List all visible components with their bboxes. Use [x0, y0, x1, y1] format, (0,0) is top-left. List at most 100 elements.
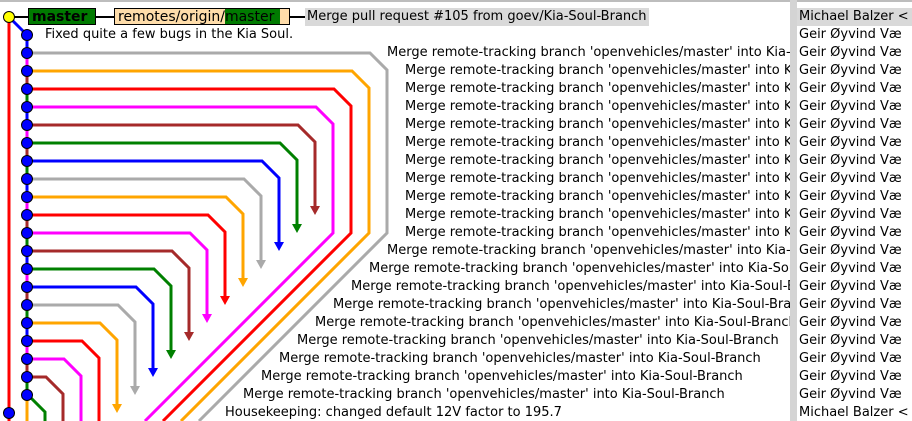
- commit-author[interactable]: Geir Øyvind Væ: [799, 225, 902, 240]
- commit-dot: [21, 209, 33, 221]
- branch-line: [27, 267, 173, 351]
- arrow-head: [238, 278, 248, 287]
- arrow-head: [202, 314, 212, 323]
- branch-line: [27, 285, 155, 369]
- commit-author[interactable]: Geir Øyvind Væ: [799, 135, 902, 150]
- commit-dot: [21, 245, 33, 257]
- commit-author[interactable]: Geir Øyvind Væ: [799, 117, 902, 132]
- commit-author[interactable]: Geir Øyvind Væ: [799, 387, 902, 402]
- branch-line: [27, 123, 317, 207]
- arrow-head: [148, 368, 158, 377]
- commit-message[interactable]: Merge pull request #105 from goev/Kia-So…: [305, 8, 649, 26]
- commit-dot: [21, 281, 33, 293]
- branch-line: [27, 357, 83, 421]
- branch-line: [27, 177, 263, 261]
- commit-author[interactable]: Geir Øyvind Væ: [799, 351, 902, 366]
- commit-author[interactable]: Geir Øyvind Væ: [799, 189, 902, 204]
- commit-author[interactable]: Geir Øyvind Væ: [799, 333, 902, 348]
- commit-dot: [21, 155, 33, 167]
- commit-author[interactable]: Michael Balzer <: [799, 405, 909, 420]
- commit-message[interactable]: Merge remote-tracking branch 'openvehicl…: [315, 315, 790, 330]
- commit-author[interactable]: Geir Øyvind Væ: [799, 261, 902, 276]
- branch-line: [27, 51, 389, 421]
- column-divider[interactable]: [790, 0, 797, 421]
- arrow-head: [220, 296, 230, 305]
- commit-message[interactable]: Fixed quite a few bugs in the Kia Soul.: [45, 27, 294, 42]
- commit-message[interactable]: Merge remote-tracking branch 'openvehicl…: [297, 333, 779, 348]
- commit-author[interactable]: Geir Øyvind Væ: [799, 279, 902, 294]
- commit-message[interactable]: Merge remote-tracking branch 'openvehicl…: [405, 225, 790, 240]
- commit-author[interactable]: Geir Øyvind Væ: [799, 297, 902, 312]
- commit-message[interactable]: Merge remote-tracking branch 'openvehicl…: [369, 261, 790, 276]
- branch-line: [27, 339, 101, 421]
- commit-message[interactable]: Merge remote-tracking branch 'openvehicl…: [405, 99, 790, 114]
- commit-dot: [21, 83, 33, 95]
- commit-message[interactable]: Merge remote-tracking branch 'openvehicl…: [387, 45, 790, 60]
- arrow-head: [184, 332, 194, 341]
- commit-message[interactable]: Merge remote-tracking branch 'openvehicl…: [405, 117, 790, 132]
- branch-line: [27, 87, 353, 421]
- commit-dot: [21, 173, 33, 185]
- commit-author[interactable]: Geir Øyvind Væ: [799, 99, 902, 114]
- commit-dot: [21, 29, 33, 41]
- commit-message[interactable]: Housekeeping: changed default 12V factor…: [225, 405, 562, 420]
- commit-message[interactable]: Merge remote-tracking branch 'openvehicl…: [279, 351, 761, 366]
- top-border: [0, 0, 912, 2]
- commit-dot: [21, 101, 33, 113]
- arrow-head: [256, 260, 266, 269]
- commit-dot: [21, 47, 33, 59]
- commit-message-column: master remotes/origin/master Merge pull …: [28, 8, 790, 420]
- commit-message[interactable]: Merge remote-tracking branch 'openvehicl…: [333, 297, 790, 312]
- commit-dot: [21, 389, 33, 401]
- commit-dot: [21, 335, 33, 347]
- commit-author[interactable]: Geir Øyvind Væ: [799, 369, 902, 384]
- commit-dot: [21, 263, 33, 275]
- commit-message[interactable]: Merge remote-tracking branch 'openvehicl…: [405, 153, 790, 168]
- branch-line: [27, 321, 119, 405]
- arrow-head: [130, 386, 140, 395]
- branch-line: [27, 213, 227, 297]
- commit-dot: [21, 119, 33, 131]
- commit-message[interactable]: Merge remote-tracking branch 'openvehicl…: [405, 207, 790, 222]
- arrow-head: [166, 350, 176, 359]
- commit-author[interactable]: Geir Øyvind Væ: [799, 243, 902, 258]
- commit-author[interactable]: Geir Øyvind Væ: [799, 81, 902, 96]
- commit-author[interactable]: Geir Øyvind Væ: [799, 171, 902, 186]
- commit-author[interactable]: Geir Øyvind Væ: [799, 63, 902, 78]
- branch-tag-master[interactable]: master: [28, 8, 96, 25]
- commit-author[interactable]: Geir Øyvind Væ: [799, 27, 902, 42]
- commit-author[interactable]: Geir Øyvind Væ: [799, 153, 902, 168]
- commit-dot: [21, 371, 33, 383]
- commit-author[interactable]: Geir Øyvind Væ: [799, 315, 902, 330]
- branch-line: [27, 303, 137, 387]
- commit-dot: [21, 353, 33, 365]
- arrow-head: [112, 404, 122, 413]
- commit-message[interactable]: Merge remote-tracking branch 'openvehicl…: [405, 135, 790, 150]
- commit-message[interactable]: Merge remote-tracking branch 'openvehicl…: [243, 387, 725, 402]
- commit-message[interactable]: Merge remote-tracking branch 'openvehicl…: [405, 189, 790, 204]
- commit-dot: [21, 317, 33, 329]
- commit-author[interactable]: Geir Øyvind Væ: [799, 45, 902, 60]
- branch-line: [27, 249, 191, 333]
- branch-line: [27, 159, 281, 243]
- commit-author[interactable]: Michael Balzer <: [797, 8, 912, 26]
- commit-message[interactable]: Merge remote-tracking branch 'openvehicl…: [405, 171, 790, 186]
- arrow-head: [292, 224, 302, 233]
- commit-dot: [21, 299, 33, 311]
- branch-line: [27, 231, 209, 315]
- commit-message[interactable]: Merge remote-tracking branch 'openvehicl…: [405, 63, 790, 78]
- commit-message[interactable]: Merge remote-tracking branch 'openvehicl…: [405, 81, 790, 96]
- commit-dot: [21, 227, 33, 239]
- commit-message[interactable]: Merge remote-tracking branch 'openvehicl…: [261, 369, 743, 384]
- commit-message[interactable]: Merge remote-tracking branch 'openvehicl…: [387, 243, 790, 258]
- arrow-head: [274, 242, 284, 251]
- branch-line: [27, 105, 335, 421]
- commit-dot: [3, 407, 15, 419]
- arrow-head: [310, 206, 320, 215]
- commit-graph: [3, 11, 389, 421]
- commit-author[interactable]: Geir Øyvind Væ: [799, 207, 902, 222]
- remote-branch-tag[interactable]: remotes/origin/master: [114, 8, 290, 25]
- branch-line: [27, 141, 299, 225]
- commit-message[interactable]: Merge remote-tracking branch 'openvehicl…: [351, 279, 790, 294]
